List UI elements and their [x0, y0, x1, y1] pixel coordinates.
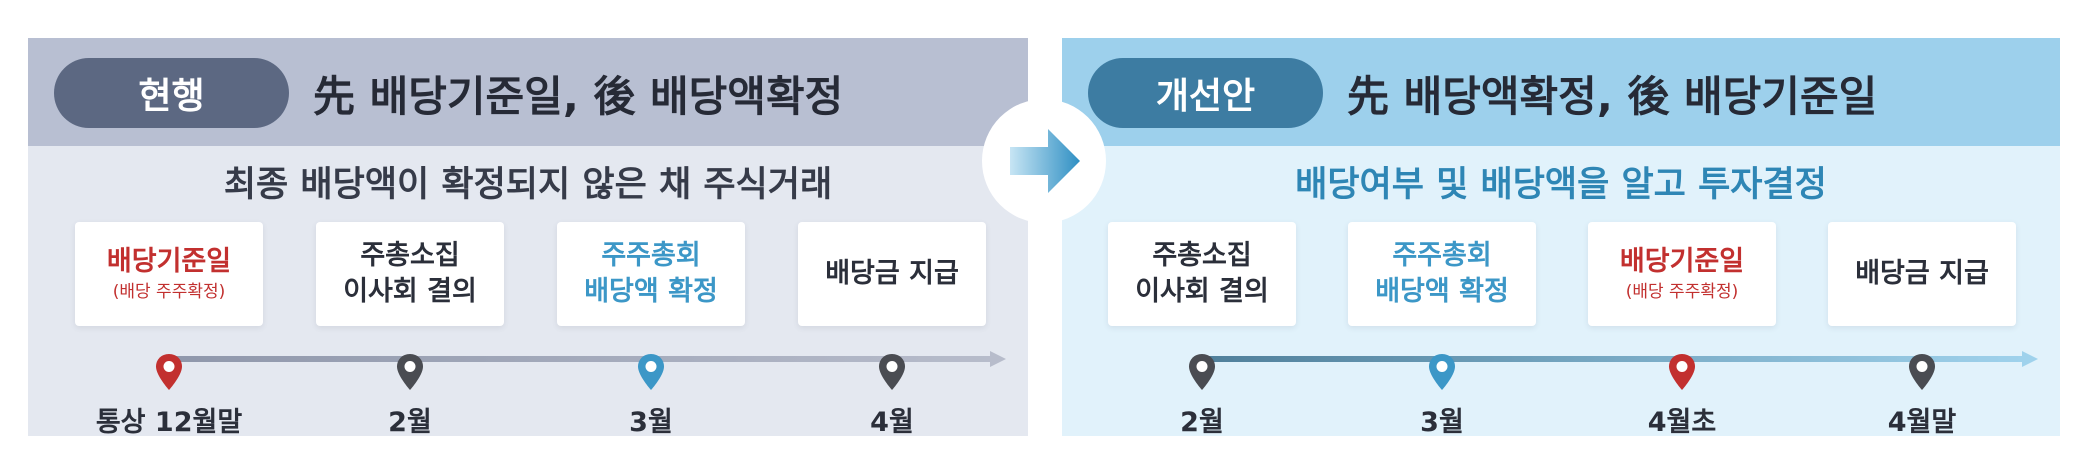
- improved-header: 개선안 先 배당액확정, 後 배당기준일: [1062, 38, 2060, 146]
- current-step-1-note: (배당 주주확정): [112, 282, 226, 302]
- current-step-3-title: 주주총회: [601, 240, 701, 271]
- current-badge: 현행: [54, 58, 289, 128]
- current-step-1-card: 배당기준일 (배당 주주확정): [75, 222, 263, 326]
- map-pin-icon: [1909, 354, 1935, 390]
- map-pin-icon: [1189, 354, 1215, 390]
- current-header: 현행 先 배당기준일, 後 배당액확정: [28, 38, 1028, 146]
- improved-step-1-subtitle: 이사회 결의: [1135, 276, 1269, 307]
- improved-timeline: [1198, 351, 2038, 367]
- improved-step-4-title: 배당금 지급: [1855, 258, 1989, 289]
- improved-process-panel: 개선안 先 배당액확정, 後 배당기준일 배당여부 및 배당액을 알고 투자결정…: [1062, 38, 2060, 438]
- current-timeline-bar: [164, 356, 992, 362]
- current-step-1-title: 배당기준일: [106, 246, 232, 277]
- improved-title: 先 배당액확정, 後 배당기준일: [1347, 71, 1878, 121]
- map-pin-icon: [638, 354, 664, 390]
- current-timeline: [164, 351, 1006, 367]
- improved-timeline-arrowhead: [2022, 351, 2038, 367]
- improved-step-2-card: 주주총회 배당액 확정: [1348, 222, 1536, 326]
- map-pin-icon: [156, 354, 182, 390]
- improved-step-3-title: 배당기준일: [1619, 246, 1745, 277]
- map-pin-icon: [1669, 354, 1695, 390]
- current-timeline-arrowhead: [990, 351, 1006, 367]
- improved-badge: 개선안: [1088, 58, 1323, 128]
- current-step-2-card: 주총소집 이사회 결의: [316, 222, 504, 326]
- improved-step-1-date: 2월: [1180, 407, 1224, 438]
- improved-step-2-subtitle: 배당액 확정: [1375, 276, 1509, 307]
- current-step-2-subtitle: 이사회 결의: [343, 276, 477, 307]
- improved-step-3-note: (배당 주주확정): [1625, 282, 1739, 302]
- arrow-right-icon: [982, 99, 1106, 223]
- improved-step-3-date: 4월초: [1647, 407, 1717, 438]
- current-step-2-date: 2월: [388, 407, 432, 438]
- current-step-1-date: 통상 12월말: [95, 407, 243, 438]
- current-process-panel: 현행 先 배당기준일, 後 배당액확정 최종 배당액이 확정되지 않은 채 주식…: [28, 38, 1028, 438]
- improved-step-2-date: 3월: [1420, 407, 1464, 438]
- current-step-3-date: 3월: [629, 407, 673, 438]
- improved-step-4-card: 배당금 지급: [1828, 222, 2016, 326]
- current-step-4-date: 4월: [870, 407, 914, 438]
- map-pin-icon: [879, 354, 905, 390]
- improved-subtitle: 배당여부 및 배당액을 알고 투자결정: [1295, 165, 1827, 205]
- map-pin-icon: [397, 354, 423, 390]
- current-step-4-card: 배당금 지급: [798, 222, 986, 326]
- improved-timeline-bar: [1198, 356, 2024, 362]
- current-step-2-title: 주총소집: [360, 240, 460, 271]
- improved-step-3-card: 배당기준일 (배당 주주확정): [1588, 222, 1776, 326]
- improved-step-1-card: 주총소집 이사회 결의: [1108, 222, 1296, 326]
- current-step-3-subtitle: 배당액 확정: [584, 276, 718, 307]
- current-subtitle: 최종 배당액이 확정되지 않은 채 주식거래: [223, 165, 833, 205]
- map-pin-icon: [1429, 354, 1455, 390]
- improved-step-2-title: 주주총회: [1392, 240, 1492, 271]
- improved-step-1-title: 주총소집: [1152, 240, 1252, 271]
- current-title: 先 배당기준일, 後 배당액확정: [313, 71, 844, 121]
- current-step-4-title: 배당금 지급: [825, 258, 959, 289]
- improved-step-4-date: 4월말: [1887, 407, 1957, 438]
- current-step-3-card: 주주총회 배당액 확정: [557, 222, 745, 326]
